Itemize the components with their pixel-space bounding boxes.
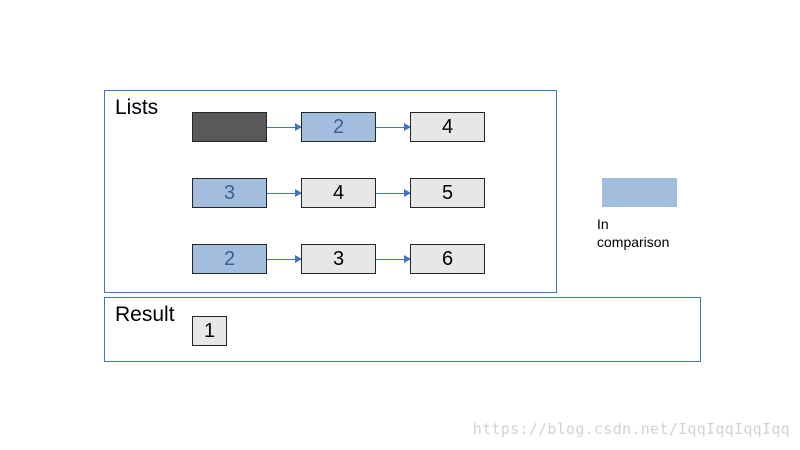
link-arrow xyxy=(376,123,411,131)
link-arrow xyxy=(267,123,302,131)
lists-title: Lists xyxy=(115,96,159,119)
result-title: Result xyxy=(115,303,175,326)
list-node: 3 xyxy=(301,244,376,274)
list-node: 2 xyxy=(301,112,376,142)
link-arrow xyxy=(267,189,302,197)
list-node: 3 xyxy=(192,178,267,208)
link-arrow xyxy=(376,189,411,197)
link-arrow xyxy=(376,255,411,263)
list-node: 4 xyxy=(301,178,376,208)
list-node xyxy=(192,112,267,142)
list-node: 2 xyxy=(192,244,267,274)
link-arrow xyxy=(267,255,302,263)
legend-swatch xyxy=(602,178,677,207)
watermark: https://blog.csdn.net/IqqIqqIqqIqq xyxy=(472,420,790,438)
legend-label: In comparison xyxy=(597,216,670,250)
list-node: 5 xyxy=(410,178,485,208)
list-node: 6 xyxy=(410,244,485,274)
result-node: 1 xyxy=(192,316,227,346)
list-node: 4 xyxy=(410,112,485,142)
